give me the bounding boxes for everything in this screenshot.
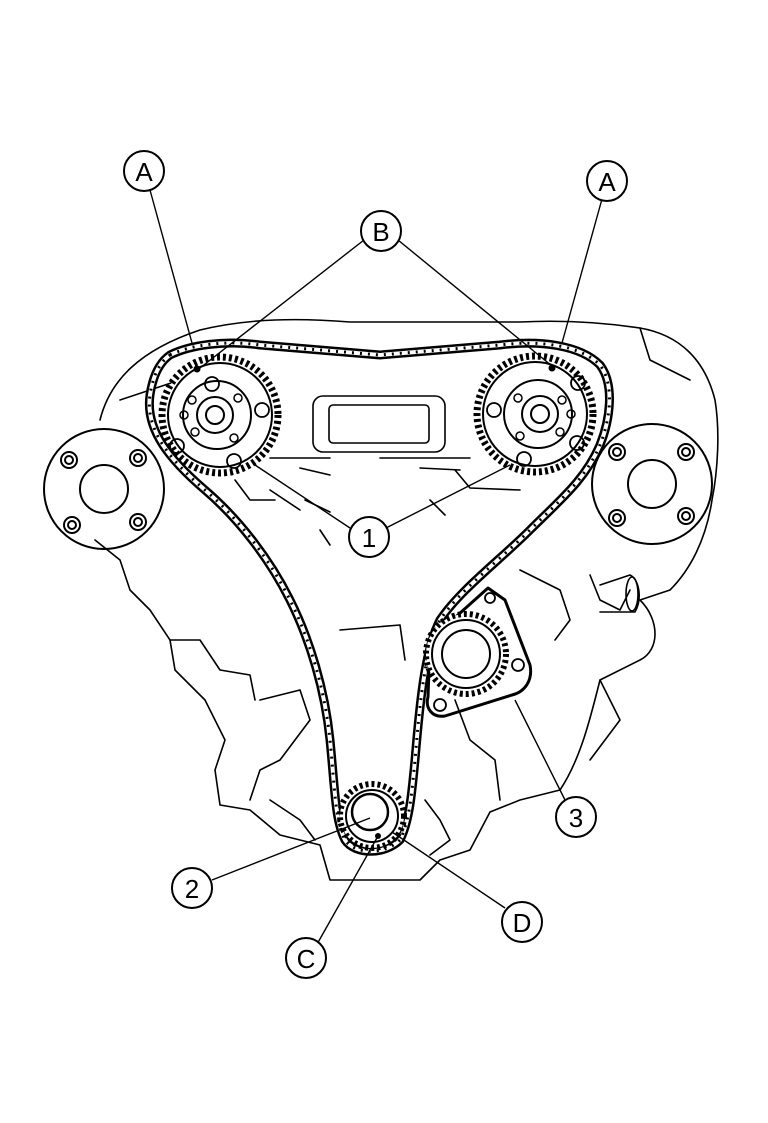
svg-text:1: 1 <box>362 523 376 553</box>
camshaft-sprocket-left <box>158 353 282 477</box>
svg-text:A: A <box>598 167 616 197</box>
camshaft-sprocket-right <box>473 352 597 476</box>
svg-text:D: D <box>513 908 532 938</box>
left-side-bracket <box>43 428 165 550</box>
callout-B: B <box>360 210 402 252</box>
svg-text:2: 2 <box>185 874 199 904</box>
callout-3: 3 <box>555 796 597 838</box>
idler-sprocket-bracket <box>423 586 533 718</box>
right-side-bracket <box>591 423 713 545</box>
leader-lines <box>149 189 603 947</box>
svg-text:3: 3 <box>569 803 583 833</box>
svg-text:B: B <box>372 217 389 247</box>
callout-1: 1 <box>348 516 390 558</box>
callout-A-right: A <box>586 160 628 202</box>
crankshaft-sprocket <box>337 781 407 851</box>
callout-C: C <box>285 937 327 979</box>
svg-text:C: C <box>297 944 316 974</box>
callout-D: D <box>501 901 543 943</box>
timing-chain <box>144 338 614 856</box>
svg-text:A: A <box>135 157 153 187</box>
callout-A-left: A <box>123 150 165 192</box>
callout-2: 2 <box>171 867 213 909</box>
